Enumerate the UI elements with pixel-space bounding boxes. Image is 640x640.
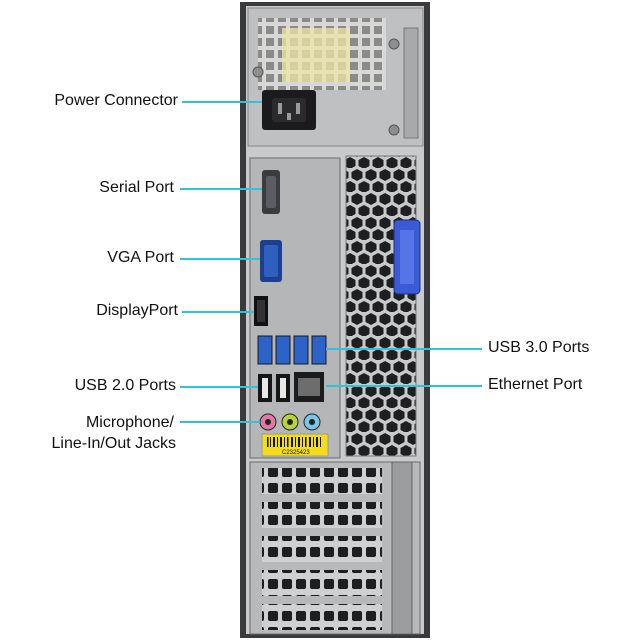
barcode-text: C2325423 — [282, 450, 310, 456]
leader-vga-port — [180, 258, 260, 260]
usb3-ports-icon — [257, 335, 327, 365]
label-serial-port: Serial Port — [99, 179, 174, 196]
expansion-slot — [262, 502, 382, 528]
label-mic-line2: Line-In/Out Jacks — [51, 435, 177, 452]
expansion-slot — [262, 468, 382, 494]
hex-vent — [346, 156, 416, 456]
psu-screw-icon — [388, 124, 400, 136]
psu-handle — [403, 27, 419, 139]
label-mic-line1: Microphone/ — [85, 414, 174, 431]
label-usb3-ports: USB 3.0 Ports — [488, 339, 590, 356]
leader-ethernet-port — [326, 385, 482, 387]
label-displayport: DisplayPort — [96, 302, 178, 319]
expansion-slot — [262, 570, 382, 596]
leader-usb2-ports — [180, 386, 258, 388]
label-usb2-ports: USB 2.0 Ports — [74, 377, 176, 394]
label-power-connector: Power Connector — [54, 92, 178, 109]
usb2-ports-icon — [258, 374, 290, 402]
slot-bracket — [391, 461, 413, 635]
leader-serial-port — [180, 188, 262, 190]
psu-screw-icon — [388, 38, 400, 50]
psu-sticker — [282, 28, 350, 82]
leader-usb3-ports — [326, 348, 482, 350]
psu-screw-icon — [252, 66, 264, 78]
barcode-icon — [267, 437, 321, 447]
label-vga-port: VGA Port — [107, 249, 174, 266]
leader-power-connector — [182, 101, 262, 103]
expansion-slot — [262, 536, 382, 562]
label-ethernet-port: Ethernet Port — [488, 376, 583, 393]
leader-audio-jacks — [180, 421, 260, 423]
leader-displayport — [182, 311, 254, 313]
expansion-slot — [262, 604, 382, 630]
